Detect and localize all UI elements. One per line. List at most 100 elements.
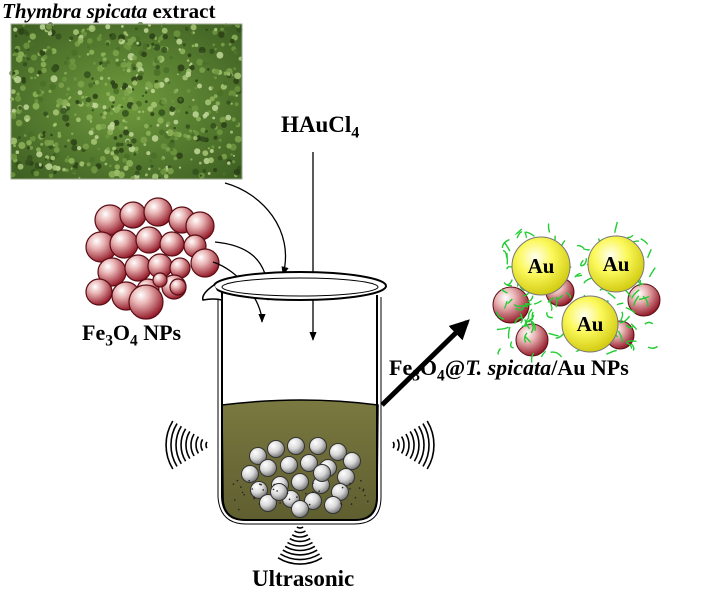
foliage-speck [134,146,139,151]
foliage-speck [233,67,236,70]
fe3o4-particle [152,272,168,288]
foliage-speck [232,160,236,164]
foliage-speck [213,76,217,80]
foliage-speck [235,130,242,136]
sediment-speck [251,488,254,490]
magnetic-particle [270,483,288,501]
foliage-speck [220,42,225,47]
foliage-speck [132,55,137,61]
extract-strand [550,351,563,358]
foliage-speck [41,67,47,74]
foliage-speck [97,147,101,151]
wave-arc [422,423,430,467]
foliage-speck [152,39,156,42]
foliage-speck [198,46,206,54]
wave-arc [190,433,195,457]
foliage-speck [102,105,107,110]
foliage-speck [228,139,231,142]
foliage-speck [171,99,175,103]
foliage-speck [104,82,108,86]
foliage-speck [179,48,186,55]
foliage-speck [45,23,53,30]
foliage-speck [226,72,231,76]
foliage-speck [41,90,45,94]
foliage-speck [65,168,69,172]
sediment-speck [318,490,321,493]
foliage-speck [44,164,48,168]
foliage-speck [77,80,85,88]
foliage-speck [193,136,198,141]
foliage-speck [205,28,208,31]
extract-strand [523,332,528,343]
foliage-speck [27,155,33,161]
foliage-speck [25,159,31,166]
foliage-speck [123,59,126,61]
foliage-speck [197,83,202,89]
foliage-speck [214,27,218,32]
foliage-speck [192,111,199,118]
foliage-speck [148,167,151,171]
foliage-speck [90,166,98,173]
foliage-speck [105,106,110,110]
foliage-speck [32,102,40,110]
foliage-speck [218,146,221,149]
foliage-speck [112,49,120,57]
extract-strand [640,238,649,245]
foliage-speck [230,130,233,134]
foliage-speck [143,28,149,33]
foliage-speck [174,89,178,93]
extract-strand [631,289,640,299]
foliage-speck [119,142,124,147]
foliage-speck [119,38,123,43]
foliage-speck [11,114,17,120]
foliage-speck [10,89,16,94]
foliage-speck [86,28,89,31]
foliage-speck [64,145,67,148]
foliage-speck [144,123,149,129]
wave-arc [287,541,313,547]
foliage-speck [161,157,165,161]
foliage-speck [86,53,90,56]
foliage-speck [221,153,228,160]
foliage-speck [210,86,214,89]
foliage-speck [40,61,47,68]
extract-strand [555,296,558,308]
extract-strand [507,298,513,305]
extract-strand [524,231,527,239]
foliage-speck [221,122,227,128]
magnetic-particle [280,456,298,474]
foliage-speck [165,124,169,127]
foliage-speck [184,26,189,31]
extract-strand [617,330,623,343]
foliage-speck [131,168,135,171]
extract-strand [619,315,631,324]
foliage-speck [28,67,35,74]
foliage-speck [160,143,167,150]
sediment-speck [243,494,245,496]
foliage-speck [173,126,176,130]
extract-strand [546,312,553,319]
foliage-speck [58,82,65,88]
foliage-speck [143,143,147,147]
foliage-speck [99,155,106,162]
foliage-speck [227,58,232,63]
foliage-speck [206,62,210,65]
gold-nanoparticle-3: Au [561,295,619,353]
foliage-speck [188,105,191,108]
foliage-speck [199,67,206,73]
foliage-speck [66,103,71,107]
wave-arc [200,438,204,452]
foliage-speck [42,48,46,52]
foliage-speck [220,27,225,32]
foliage-speck [18,136,21,140]
foliage-speck [173,131,180,137]
foliage-speck [89,120,93,123]
foliage-speck [12,71,16,75]
foliage-speck [126,170,129,173]
extract-strand [548,332,559,337]
foliage-speck [112,155,118,160]
foliage-speck [23,29,28,35]
foliage-speck [212,104,219,112]
extract-strand [503,301,508,309]
foliage-speck [15,119,23,127]
